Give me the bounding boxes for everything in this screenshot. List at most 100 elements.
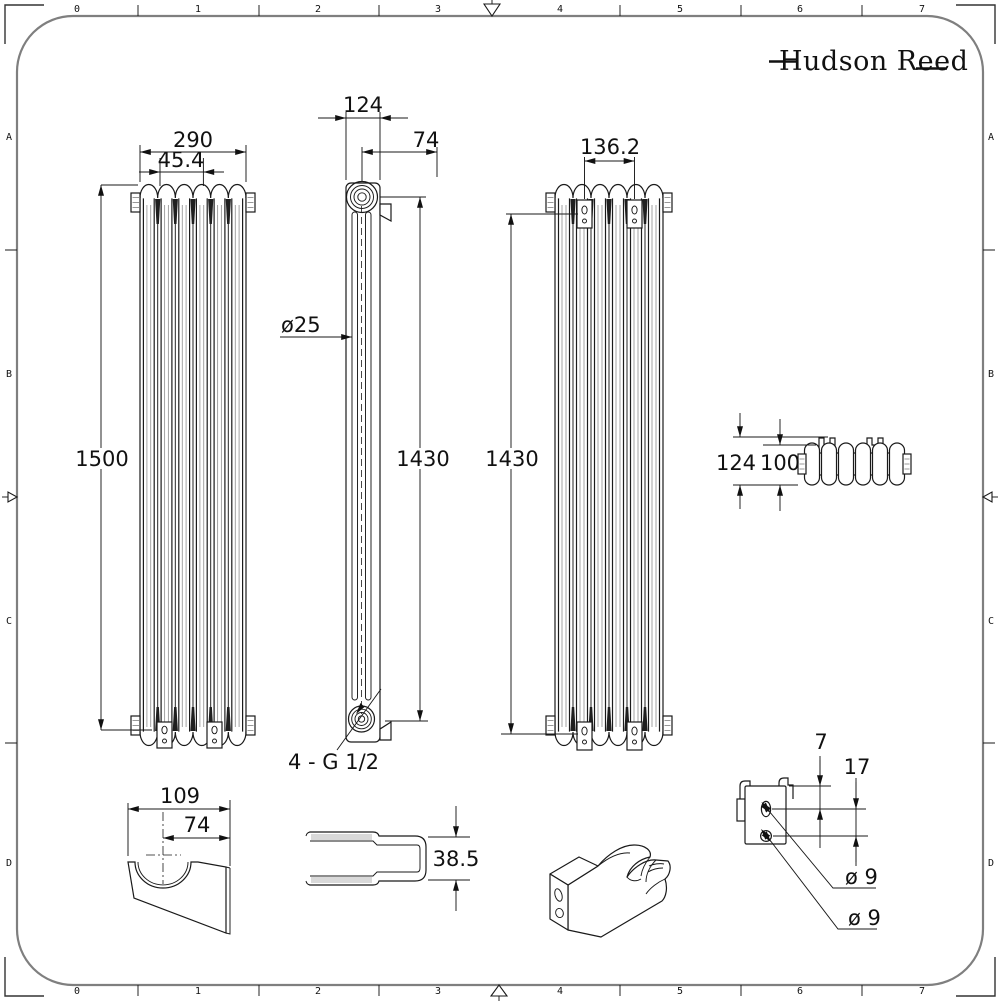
bracket-slot-offset-dim: 7: [814, 730, 827, 754]
ruler-label: B: [6, 369, 12, 380]
back-spacing-dim: 136.2: [580, 135, 640, 159]
bracket-front-view: 7 17 ø 9 ø 9: [736, 730, 881, 930]
side-slot-left: [351, 211, 358, 701]
sheet-border: [15, 14, 985, 987]
front-view: 290 45.4 1500: [75, 128, 256, 749]
top-bracket-depth-dim: 100: [760, 451, 800, 475]
bracket-side-view: 109 74: [127, 784, 231, 935]
top-dimensions: 124 100: [716, 413, 828, 511]
front-top-scallops: [139, 183, 247, 199]
iso-plate-front: [549, 873, 569, 931]
logo-text: Hudson Reed: [779, 46, 968, 77]
ruler-label: B: [988, 369, 994, 380]
bracket-slot-dia-dim: ø 9: [845, 865, 878, 889]
brand-logo: Hudson Reed: [769, 46, 968, 77]
ruler-label: 6: [797, 986, 803, 997]
side-wall-tab-top: [379, 203, 392, 223]
front-pitch-dim: 45.4: [158, 148, 205, 172]
iso-saddle-hatch: [647, 863, 665, 873]
ruler-label: 4: [557, 4, 563, 15]
bracket-side-cradle-inner: [137, 861, 189, 886]
front-section-joints: [157, 199, 229, 731]
bracket-side-body: [127, 861, 227, 934]
side-view: 124 74 ø25 1430 4 - G 1/2: [280, 93, 450, 774]
side-centres-dim: 1430: [396, 447, 449, 471]
top-depth-dim: 124: [716, 451, 756, 475]
bracket-side-dimensions: 109 74: [127, 784, 231, 884]
iso-body: [567, 844, 671, 938]
ruler-label: D: [6, 858, 12, 869]
back-section-joints: [572, 199, 646, 731]
ruler-label: 1: [195, 4, 201, 15]
ruler-rows-right: A B C D: [988, 132, 994, 869]
bracket-top-inner: [310, 840, 421, 877]
ruler-label: A: [6, 132, 12, 143]
back-outer-edges: [554, 196, 664, 734]
side-depth-dim: 124: [343, 93, 383, 117]
ruler-label: C: [6, 616, 12, 627]
top-hub-band: [805, 452, 904, 476]
back-dimensions: 136.2 1430: [485, 135, 640, 735]
corner-mark-top-right: [956, 4, 996, 44]
bracket-top-view: 38.5: [305, 806, 480, 911]
top-view: 124 100: [716, 413, 912, 511]
bracket-hole-dia-dim: ø 9: [848, 906, 881, 930]
back-column-highlights: [561, 205, 657, 727]
ruler-label: C: [988, 616, 994, 627]
ruler-label: 5: [677, 986, 683, 997]
corner-mark-top-left: [4, 4, 44, 44]
ruler-ticks-bottom: [137, 985, 863, 996]
back-bushings: [545, 192, 673, 736]
ruler-label: 7: [919, 4, 925, 15]
back-top-scallops: [554, 183, 664, 199]
ruler-label: 2: [315, 4, 321, 15]
ruler-label: D: [988, 858, 994, 869]
front-bushings: [130, 192, 256, 736]
ruler-label: 3: [435, 986, 441, 997]
ruler-label: 2: [315, 986, 321, 997]
front-width-dim: 290: [173, 128, 213, 152]
top-end-caps: [797, 453, 912, 475]
ruler-label: 6: [797, 4, 803, 15]
bracket-hole-centres-dim: 17: [844, 755, 871, 779]
ruler-columns-bottom: 0 1 2 3 4 5 6 7: [74, 986, 925, 997]
bracket-side-plate: [225, 866, 231, 935]
front-top-gaps: [155, 199, 231, 224]
side-connections-dim: 4 - G 1/2: [288, 750, 379, 774]
back-column-tubes: [557, 198, 661, 732]
bracket-front-hole: [759, 829, 772, 842]
bracket-width-dim: 38.5: [433, 847, 480, 871]
bracket-front-plate: [744, 785, 787, 845]
ruler-ticks-top: [137, 5, 863, 16]
ruler-label: 0: [74, 4, 80, 15]
centre-mark-left: [2, 491, 19, 503]
front-feet-brackets: [156, 721, 223, 749]
ruler-label: A: [988, 132, 994, 143]
centre-mark-right: [981, 491, 998, 503]
back-view: 136.2 1430: [485, 135, 673, 751]
back-wall-brackets: [576, 199, 643, 751]
bracket-top-outer: [309, 831, 427, 886]
ruler-ticks-sides: [5, 249, 995, 744]
ruler-label: 1: [195, 986, 201, 997]
side-slot-right: [365, 211, 372, 701]
front-column-highlights: [146, 205, 240, 727]
front-column-tubes: [142, 198, 244, 732]
bracket-front-dimensions: 7 17 ø 9 ø 9: [760, 730, 881, 930]
side-wall-tab-bottom: [379, 720, 392, 741]
side-dimensions: 124 74 ø25 1430 4 - G 1/2: [280, 93, 450, 774]
iso-slot: [554, 888, 563, 902]
ruler-label: 4: [557, 986, 563, 997]
iso-detail-lines: [597, 852, 666, 895]
side-body: [345, 182, 381, 743]
side-wall-dim: 74: [413, 128, 440, 152]
centre-mark-bottom: [489, 984, 509, 1001]
back-centres-dim: 1430: [485, 447, 538, 471]
front-dimensions: 290 45.4 1500: [75, 128, 247, 731]
bracket-front-ear: [736, 798, 746, 822]
side-diameter-dim: ø25: [281, 313, 321, 337]
corner-mark-bottom-right: [956, 957, 996, 997]
front-bottom-scallops: [139, 731, 247, 747]
